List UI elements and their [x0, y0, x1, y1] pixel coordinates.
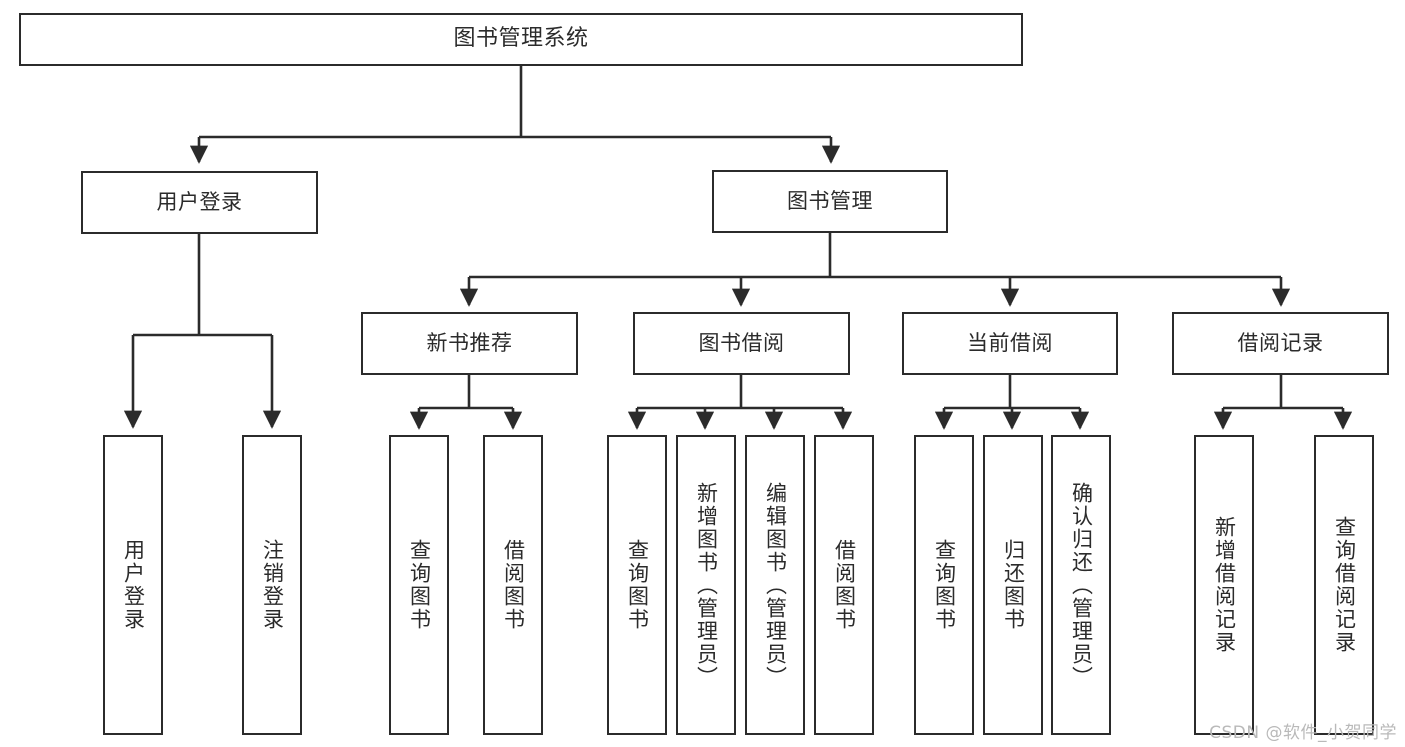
leaf-query-book-borrow[interactable]: 查询图书 — [607, 435, 667, 735]
node-current-borrow[interactable]: 当前借阅 — [902, 312, 1118, 375]
node-root[interactable]: 图书管理系统 — [19, 13, 1023, 66]
leaf-query-book-newbook[interactable]: 查询图书 — [389, 435, 449, 735]
node-borrow-record-label: 借阅记录 — [1237, 330, 1324, 355]
leaf-logout[interactable]: 注销登录 — [242, 435, 302, 735]
leaf-query-borrow-record-label: 查询借阅记录 — [1332, 516, 1357, 654]
leaf-confirm-return-admin-label: 确认归还（管理员） — [1069, 481, 1094, 689]
node-user-login[interactable]: 用户登录 — [81, 171, 318, 234]
leaf-query-book-current[interactable]: 查询图书 — [914, 435, 974, 735]
leaf-add-book-admin-label: 新增图书（管理员） — [694, 481, 719, 689]
leaf-edit-book-admin[interactable]: 编辑图书（管理员） — [745, 435, 805, 735]
leaf-query-book-current-label: 查询图书 — [932, 539, 957, 631]
leaf-user-login[interactable]: 用户登录 — [103, 435, 163, 735]
node-root-label: 图书管理系统 — [453, 26, 589, 52]
leaf-query-book-newbook-label: 查询图书 — [407, 539, 432, 631]
node-borrow-record[interactable]: 借阅记录 — [1172, 312, 1389, 375]
leaf-add-borrow-record[interactable]: 新增借阅记录 — [1194, 435, 1254, 735]
node-book-management-label: 图书管理 — [787, 188, 873, 213]
node-current-borrow-label: 当前借阅 — [967, 330, 1053, 355]
leaf-return-book-label: 归还图书 — [1001, 539, 1026, 631]
node-book-borrow[interactable]: 图书借阅 — [633, 312, 850, 375]
watermark: CSDN @软件_小贺同学 — [1209, 723, 1397, 743]
leaf-return-book[interactable]: 归还图书 — [983, 435, 1043, 735]
leaf-confirm-return-admin[interactable]: 确认归还（管理员） — [1051, 435, 1111, 735]
node-new-book-recommend-label: 新书推荐 — [426, 330, 513, 355]
leaf-borrow-book-newbook[interactable]: 借阅图书 — [483, 435, 543, 735]
leaf-logout-label: 注销登录 — [260, 539, 285, 631]
leaf-add-borrow-record-label: 新增借阅记录 — [1212, 516, 1237, 654]
node-book-management[interactable]: 图书管理 — [712, 170, 948, 233]
leaf-borrow-book-newbook-label: 借阅图书 — [501, 539, 526, 631]
node-book-borrow-label: 图书借阅 — [698, 330, 785, 355]
leaf-borrow-book-label: 借阅图书 — [832, 539, 857, 631]
leaf-add-book-admin[interactable]: 新增图书（管理员） — [676, 435, 736, 735]
leaf-user-login-label: 用户登录 — [121, 539, 146, 631]
leaf-borrow-book[interactable]: 借阅图书 — [814, 435, 874, 735]
leaf-edit-book-admin-label: 编辑图书（管理员） — [763, 481, 788, 689]
node-user-login-label: 用户登录 — [156, 189, 243, 214]
leaf-query-borrow-record[interactable]: 查询借阅记录 — [1314, 435, 1374, 735]
leaf-query-book-borrow-label: 查询图书 — [625, 539, 650, 631]
node-new-book-recommend[interactable]: 新书推荐 — [361, 312, 578, 375]
